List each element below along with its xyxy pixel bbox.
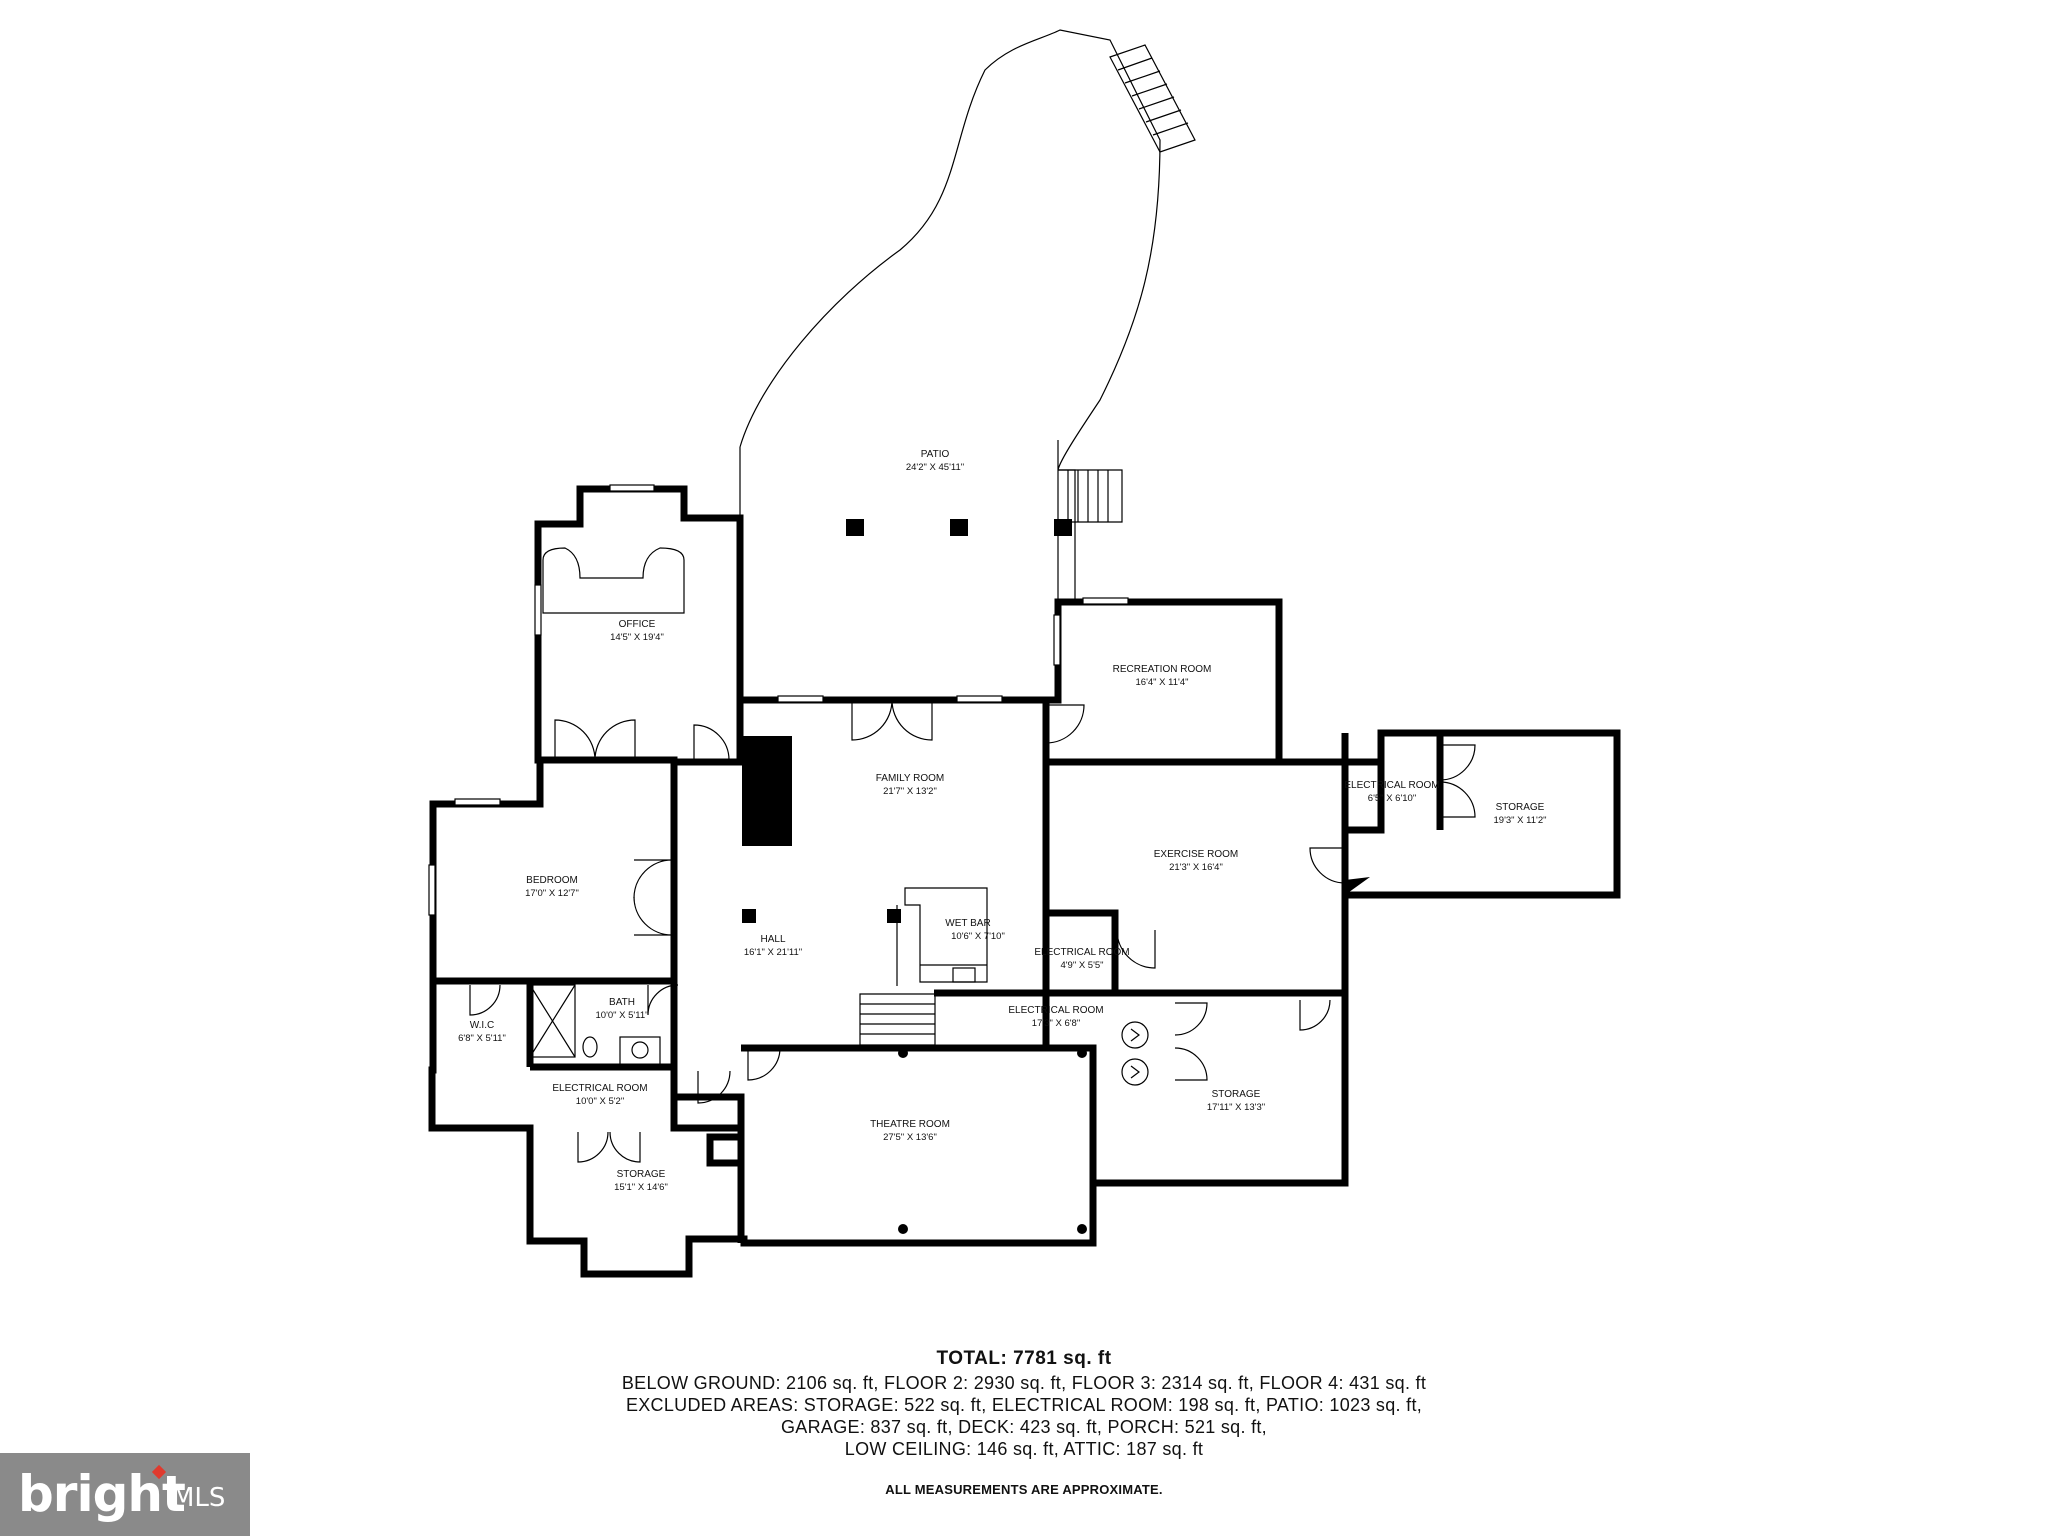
office-desk [542,547,685,614]
family-room-size: 21'7" X 13'2" [883,786,937,797]
office-label: OFFICE [619,619,656,630]
storage-b-size: 17'11" X 13'3" [1207,1102,1265,1113]
wetbar-counter [904,887,988,983]
electrical-room-d-size: 10'0" X 5'2" [576,1096,624,1107]
patio-label: PATIO [921,449,950,460]
disclaimer: ALL MEASUREMENTS ARE APPROXIMATE. [885,1482,1163,1497]
recreation-room-label: RECREATION ROOM [1113,664,1212,675]
patio-stairs-top [1109,44,1196,153]
wet-bar-size: 10'6" X 7'10" [951,931,1005,942]
window [428,864,436,916]
area-excluded-line: EXCLUDED AREAS: STORAGE: 522 sq. ft, ELE… [625,1395,1423,1415]
theatre-room-label: THEATRE ROOM [870,1119,950,1130]
electrical-room-a-label: ELECTRICAL ROOM [1344,780,1439,791]
wetbar-sink [952,967,976,983]
hall-column [887,909,901,923]
theatre-niche [706,1133,745,1167]
area-excluded-line: LOW CEILING: 146 sq. ft, ATTIC: 187 sq. … [844,1439,1204,1459]
exercise-room-label: EXERCISE ROOM [1154,849,1238,860]
interior-walls [433,700,1444,1243]
bedroom-label: BEDROOM [526,875,578,886]
area-breakdown-line: BELOW GROUND: 2106 sq. ft, FLOOR 2: 2930… [621,1373,1427,1393]
fireplace [742,736,792,846]
recreation-room-size: 16'4" X 11'4" [1136,677,1189,688]
wic-label: W.I.C [470,1020,494,1031]
electrical-room-c-label: ELECTRICAL ROOM [1008,1005,1103,1016]
storage-a-label: STORAGE [1496,802,1545,813]
bright-mls-logo: bright MLS [0,1453,250,1536]
window [609,484,655,492]
patio-stairs-side [1058,469,1123,523]
family-room-label: FAMILY ROOM [876,773,945,784]
hall-size: 16'1" X 21'11" [744,947,802,958]
storage-b-label: STORAGE [1212,1089,1261,1100]
hall-label: HALL [760,934,785,945]
electrical-room-a-size: 6'5" X 6'10" [1368,793,1416,804]
bath-label: BATH [609,997,635,1008]
storage-a-size: 19'3" X 11'2" [1494,815,1547,826]
bath-fixtures [529,984,661,1066]
wic-size: 6'8" X 5'11" [458,1033,506,1044]
total-area: TOTAL: 7781 sq. ft [936,1348,1112,1369]
exterior-wall [428,485,1621,1278]
patio-column [950,519,968,536]
window [534,584,542,636]
patio-size: 24'2" X 45'11" [906,462,964,473]
electrical-room-d-label: ELECTRICAL ROOM [552,1083,647,1094]
electrical-room-c-size: 17'3" X 6'8" [1032,1018,1080,1029]
theatre-room-size: 27'5" X 13'6" [883,1132,937,1143]
exercise-room-size: 21'3" X 16'4" [1169,862,1223,873]
theatre-post [898,1048,908,1058]
window [1053,614,1061,666]
theatre-post [1077,1224,1087,1234]
window [454,798,501,806]
storage-c-size: 15'1" X 14'6" [614,1182,668,1193]
bath-size: 10'0" X 5'11" [596,1010,649,1021]
electrical-room-b-label: ELECTRICAL ROOM [1034,947,1129,958]
office-size: 14'5" X 19'4" [610,632,664,643]
hall-stairs [859,993,936,1046]
window [1082,597,1129,605]
electrical-room-b-size: 4'9" X 5'5" [1060,960,1103,971]
bedroom-size: 17'0" X 12'7" [525,888,579,899]
window [956,695,1003,703]
patio-column [1054,519,1072,536]
hall-column [742,909,756,923]
corner-marker [1345,877,1370,895]
patio-column [846,519,864,536]
doors [469,699,1476,1163]
electrical-panels [1121,1021,1149,1086]
area-excluded-line: GARAGE: 837 sq. ft, DECK: 423 sq. ft, PO… [781,1417,1267,1437]
storage-c-label: STORAGE [617,1169,666,1180]
wet-bar-label: WET BAR [945,918,990,929]
window [777,695,824,703]
theatre-post [1077,1048,1087,1058]
logo-suffix: MLS [172,1483,226,1513]
theatre-post [898,1224,908,1234]
